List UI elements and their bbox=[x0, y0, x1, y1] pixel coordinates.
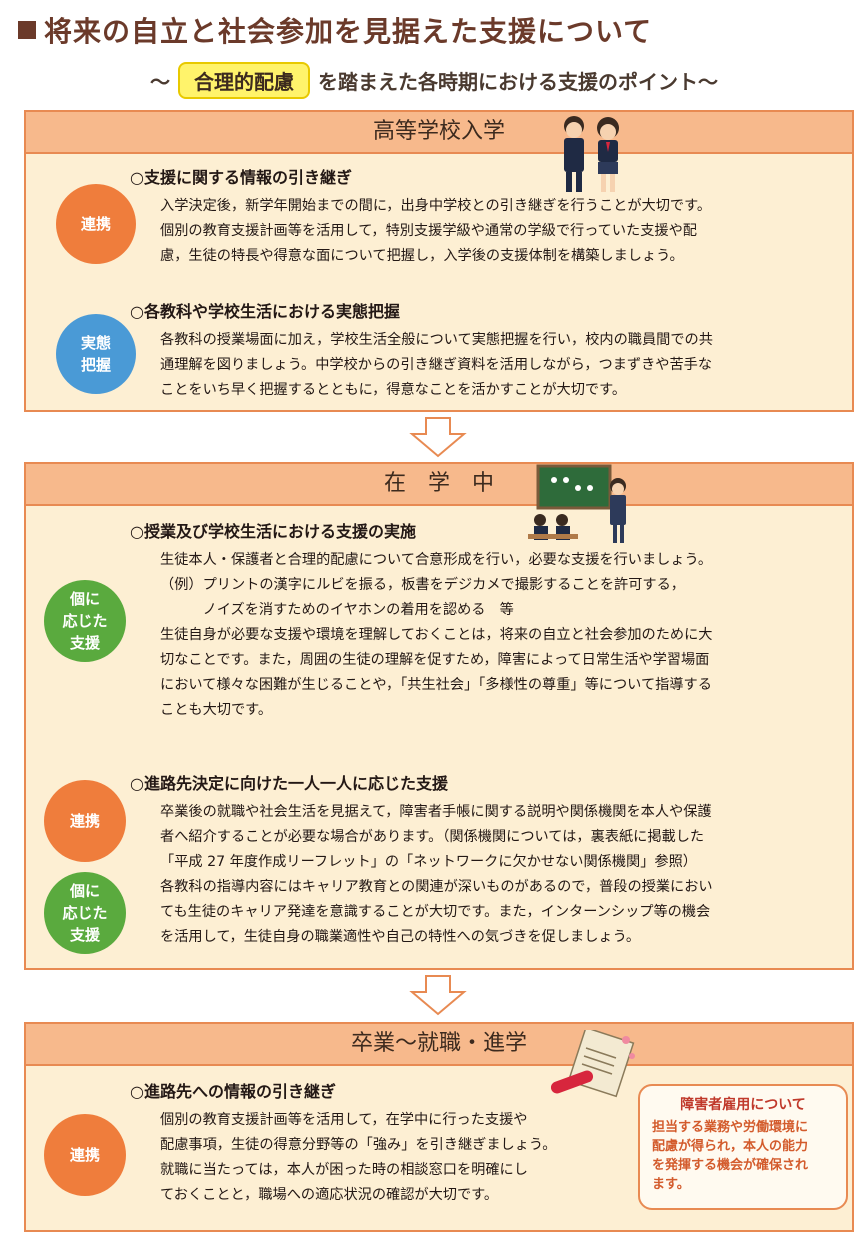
badge-line: 把握 bbox=[80, 356, 111, 374]
badge-individual-support: 個に 応じた 支援 bbox=[44, 580, 126, 662]
section-high-school-entry: 高等学校入学 連携 ○支援に関する情報の引き継ぎ 入学決定後，新学年開始までの間… bbox=[24, 110, 854, 412]
block-situation-assessment: ○各教科や学校生活における実態把握 各教科の授業場面に加え，学校生活全般について… bbox=[130, 298, 713, 403]
note-title: 障害者雇用について bbox=[680, 1097, 806, 1113]
block-info-to-destination: ○進路先への情報の引き継ぎ 個別の教育支援計画等を活用して，在学中に行った支援や… bbox=[130, 1078, 556, 1208]
note-line: ます。 bbox=[652, 1177, 690, 1192]
badge-line: 応じた bbox=[62, 904, 108, 922]
text-line: 各教科の授業場面に加え，学校生活全般について実態把握を行い，校内の職員間での共 bbox=[160, 332, 713, 348]
text-line: 入学決定後，新学年開始までの間に，出身中学校との引き継ぎを行うことが大切です。 bbox=[160, 198, 712, 214]
badge-line: 支援 bbox=[69, 634, 100, 652]
section-in-school: 在 学 中 個に 応じた 支援 ○授業及び学校生活における支援の実施 生徒本人・… bbox=[24, 462, 854, 970]
badge-line: 実態 bbox=[80, 334, 111, 352]
badge-renkei: 連携 bbox=[44, 780, 126, 862]
text-line: 卒業後の就職や社会生活を見据えて，障害者手帳に関する説明や関係機関を本人や保護 bbox=[160, 804, 712, 820]
block-heading: ○各教科や学校生活における実態把握 bbox=[130, 302, 400, 321]
badge-line: 個に bbox=[69, 882, 100, 900]
page-subtitle: ～ 合理的配慮 を踏まえた各時期における支援のポイント～ bbox=[150, 62, 718, 99]
diploma-illustration-icon bbox=[550, 1030, 635, 1098]
text-line: 各教科の指導内容にはキャリア教育との関連が深いものがあるので，普段の授業におい bbox=[160, 879, 713, 895]
text-line: 個別の教育支援計画等を活用して，在学中に行った支援や bbox=[160, 1112, 528, 1128]
block-career-support: ○進路先決定に向けた一人一人に応じた支援 卒業後の就職や社会生活を見据えて，障害… bbox=[130, 770, 713, 950]
badge-renkei: 連携 bbox=[56, 184, 136, 264]
block-heading: ○支援に関する情報の引き継ぎ bbox=[130, 168, 352, 187]
text-line: 生徒自身が必要な支援や環境を理解しておくことは，将来の自立と社会参加のために大 bbox=[160, 627, 713, 643]
text-line: ことをいち早く把握するとともに，得意なことを活かすことが大切です。 bbox=[160, 382, 627, 398]
block-heading: ○進路先決定に向けた一人一人に応じた支援 bbox=[130, 774, 448, 793]
section-heading: 高等学校入学 bbox=[26, 112, 852, 154]
note-line: 担当する業務や労働環境に bbox=[652, 1120, 809, 1135]
section-heading: 在 学 中 bbox=[26, 464, 852, 506]
block-heading: ○進路先への情報の引き継ぎ bbox=[130, 1082, 336, 1101]
badge-line: 支援 bbox=[69, 926, 100, 944]
subtitle-suffix: を踏まえた各時期における支援のポイント～ bbox=[318, 70, 718, 94]
text-line: （例）プリントの漢字にルビを振る，板書をデジカメで撮影することを許可する， bbox=[160, 577, 685, 593]
text-line: を活用して，生徒自身の職業適性や自己の特性への気づきを促しましょう。 bbox=[160, 929, 641, 945]
text-line: 配慮事項，生徒の得意分野等の「強み」を引き継ぎましょう。 bbox=[160, 1137, 557, 1153]
note-body: 担当する業務や労働環境に 配慮が得られ，本人の能力 を発揮する機会が確保され ま… bbox=[652, 1118, 834, 1194]
text-line: において様々な困難が生じることや，「共生社会」「多様性の尊重」等について指導する bbox=[160, 677, 712, 693]
badge-line: 個に bbox=[69, 590, 100, 608]
note-line: 配慮が得られ，本人の能力 bbox=[652, 1139, 809, 1154]
section-heading: 卒業～就職・進学 bbox=[26, 1024, 852, 1066]
text-line: 慮，生徒の特長や得意な面について把握し，入学後の支援体制を構築しましょう。 bbox=[160, 248, 684, 264]
section-graduation-employment: 卒業～就職・進学 連携 ○進路先への情報の引き継ぎ 個別の教育支援計画等を活用し… bbox=[24, 1022, 854, 1232]
text-line: ノイズを消すためのイヤホンの着用を認める 等 bbox=[160, 602, 514, 618]
badge-jittai-haaku: 実態 把握 bbox=[56, 314, 136, 394]
classroom-illustration-icon bbox=[528, 464, 626, 543]
page-title: 将来の自立と社会参加を見据えた支援について bbox=[18, 10, 652, 50]
text-line: ておくことと，職場への適応状況の確認が大切です。 bbox=[160, 1187, 499, 1203]
down-arrow-icon bbox=[409, 417, 467, 458]
text-line: ことも大切です。 bbox=[160, 702, 273, 718]
badge-individual-support: 個に 応じた 支援 bbox=[44, 872, 126, 954]
subtitle-prefix: ～ bbox=[150, 70, 170, 94]
text-line: 「平成 27 年度作成リーフレット」の「ネットワークに欠かせない関係機関」参照） bbox=[160, 854, 697, 870]
text-line: 切なことです。また，周囲の生徒の理解を促すため，障害によって日常生活や学習場面 bbox=[160, 652, 710, 668]
note-line: を発揮する機会が確保され bbox=[652, 1158, 809, 1173]
subtitle-highlight: 合理的配慮 bbox=[178, 62, 310, 99]
badge-line: 応じた bbox=[62, 612, 108, 630]
down-arrow-icon bbox=[409, 975, 467, 1016]
text-line: 個別の教育支援計画等を活用して，特別支援学級や通常の学級で行っていた支援や配 bbox=[160, 223, 697, 239]
disability-employment-note: 障害者雇用について 担当する業務や労働環境に 配慮が得られ，本人の能力 を発揮す… bbox=[638, 1084, 848, 1210]
text-line: 就職に当たっては，本人が困った時の相談窓口を明確にし bbox=[160, 1162, 528, 1178]
badge-renkei: 連携 bbox=[44, 1114, 126, 1196]
block-info-handover: ○支援に関する情報の引き継ぎ 入学決定後，新学年開始までの間に，出身中学校との引… bbox=[130, 164, 711, 269]
block-heading: ○授業及び学校生活における支援の実施 bbox=[130, 522, 416, 541]
title-square-icon bbox=[18, 21, 36, 39]
text-line: ても生徒のキャリア発達を意識することが大切です。また，インターンシップ等の機会 bbox=[160, 904, 711, 920]
text-line: 通理解を図りましょう。中学校からの引き継ぎ資料を活用しながら，つまずきや苦手な bbox=[160, 357, 713, 373]
text-line: 生徒本人・保護者と合理的配慮について合意形成を行い，必要な支援を行いましょう。 bbox=[160, 552, 713, 568]
page-title-text: 将来の自立と社会参加を見据えた支援について bbox=[44, 15, 653, 48]
block-support-implementation: ○授業及び学校生活における支援の実施 生徒本人・保護者と合理的配慮について合意形… bbox=[130, 518, 712, 723]
text-line: 者へ紹介することが必要な場合があります。（関係機関については，裏表紙に掲載した bbox=[160, 829, 705, 845]
students-illustration-icon bbox=[564, 116, 619, 192]
